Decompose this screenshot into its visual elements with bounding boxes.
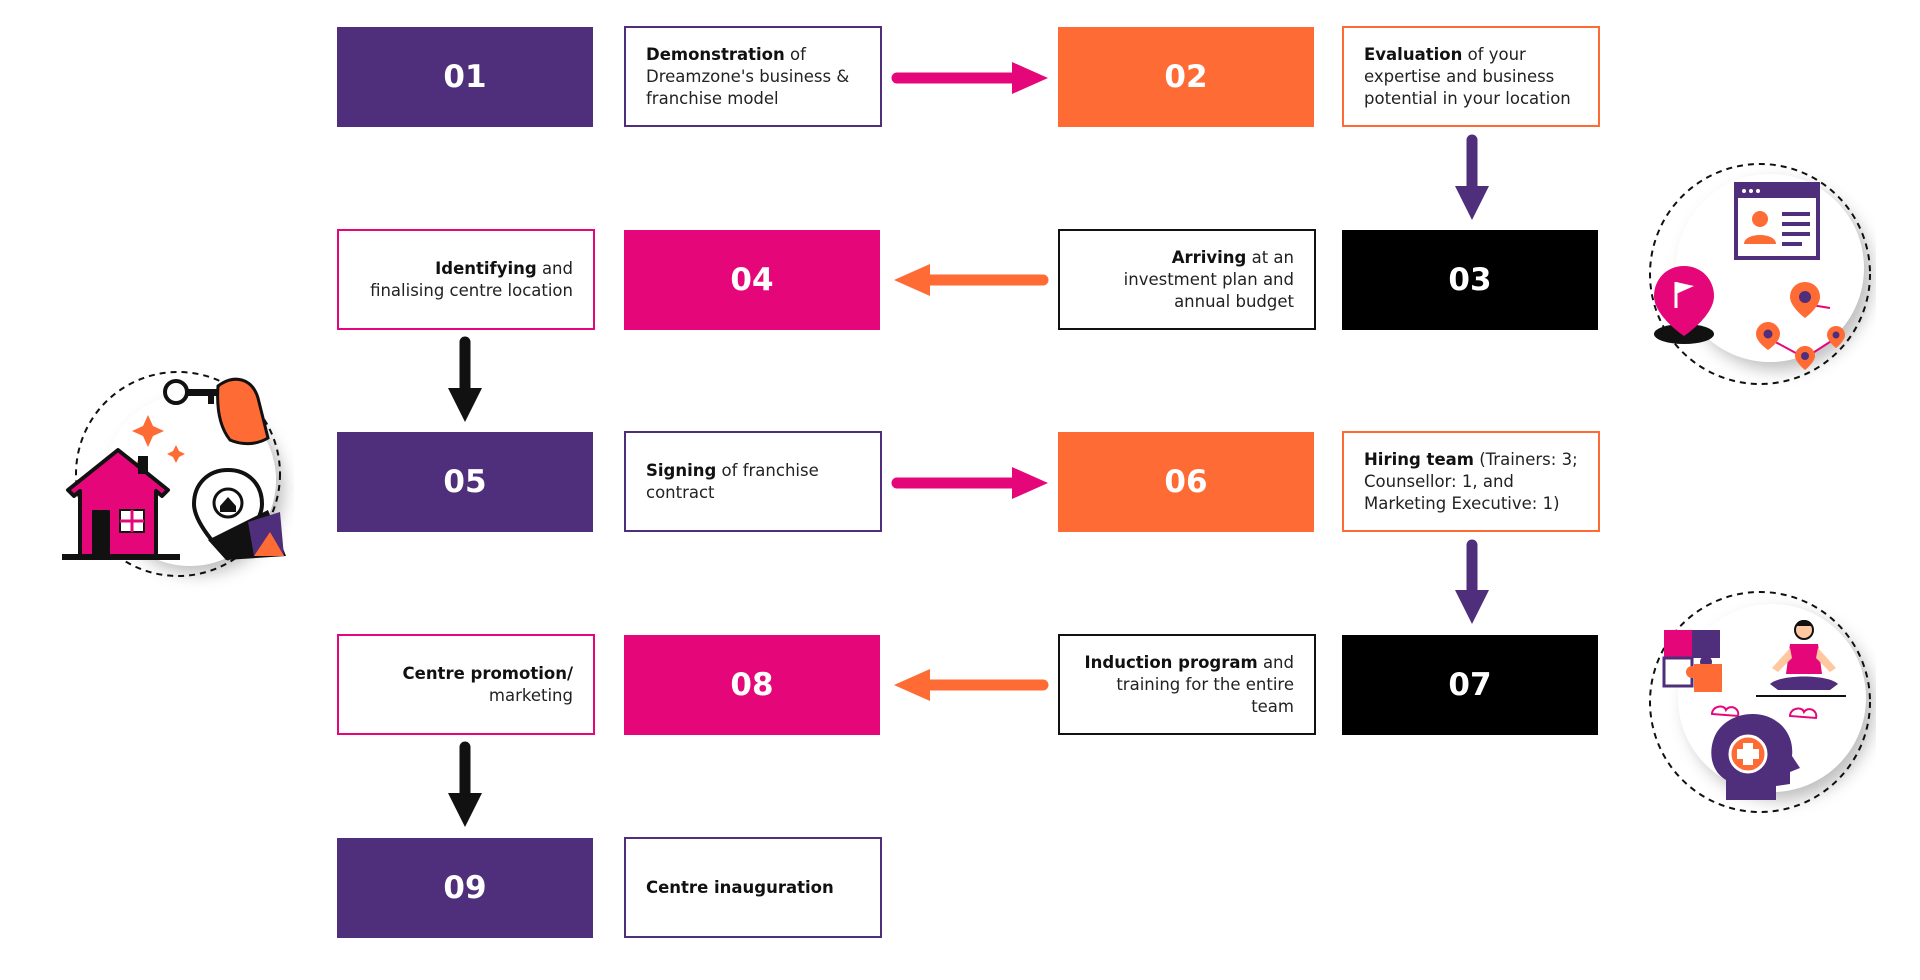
step-08-number: 08 <box>624 635 880 735</box>
arrow-01-to-02 <box>891 62 1048 94</box>
step-03-number: 03 <box>1342 230 1598 330</box>
step-08-description: Centre promotion/ marketing <box>337 634 595 735</box>
step-06-description: Hiring team (Trainers: 3; Counsellor: 1,… <box>1342 431 1600 532</box>
arrow-06-to-07 <box>1455 539 1489 624</box>
profile-map-pins-icon <box>1640 158 1876 394</box>
step-07-number: 07 <box>1342 635 1598 735</box>
step-01-number: 01 <box>337 27 593 127</box>
step-02-description: Evaluation of your expertise and busines… <box>1342 26 1600 127</box>
arrow-07-to-08 <box>894 669 1049 701</box>
step-07-description: Induction program and training for the e… <box>1058 634 1316 735</box>
step-05-description: Signing of franchise contract <box>624 431 882 532</box>
step-02-number: 02 <box>1058 27 1314 127</box>
step-06-number: 06 <box>1058 432 1314 532</box>
step-03-description: Arriving at an investment plan and annua… <box>1058 229 1316 330</box>
arrow-05-to-06 <box>891 467 1048 499</box>
step-01-description: Demonstration of Dreamzone's business & … <box>624 26 882 127</box>
step-09-description: Centre inauguration <box>624 837 882 938</box>
house-key-location-icon <box>58 360 294 596</box>
step-09-number: 09 <box>337 838 593 938</box>
arrow-02-to-03 <box>1455 134 1489 220</box>
step-04-number: 04 <box>624 230 880 330</box>
arrow-08-to-09 <box>448 741 482 827</box>
step-04-description: Identifying and finalising centre locati… <box>337 229 595 330</box>
arrow-03-to-04 <box>894 264 1049 296</box>
step-05-number: 05 <box>337 432 593 532</box>
puzzle-yoga-mind-icon <box>1640 586 1876 822</box>
arrow-04-to-05 <box>448 336 482 422</box>
